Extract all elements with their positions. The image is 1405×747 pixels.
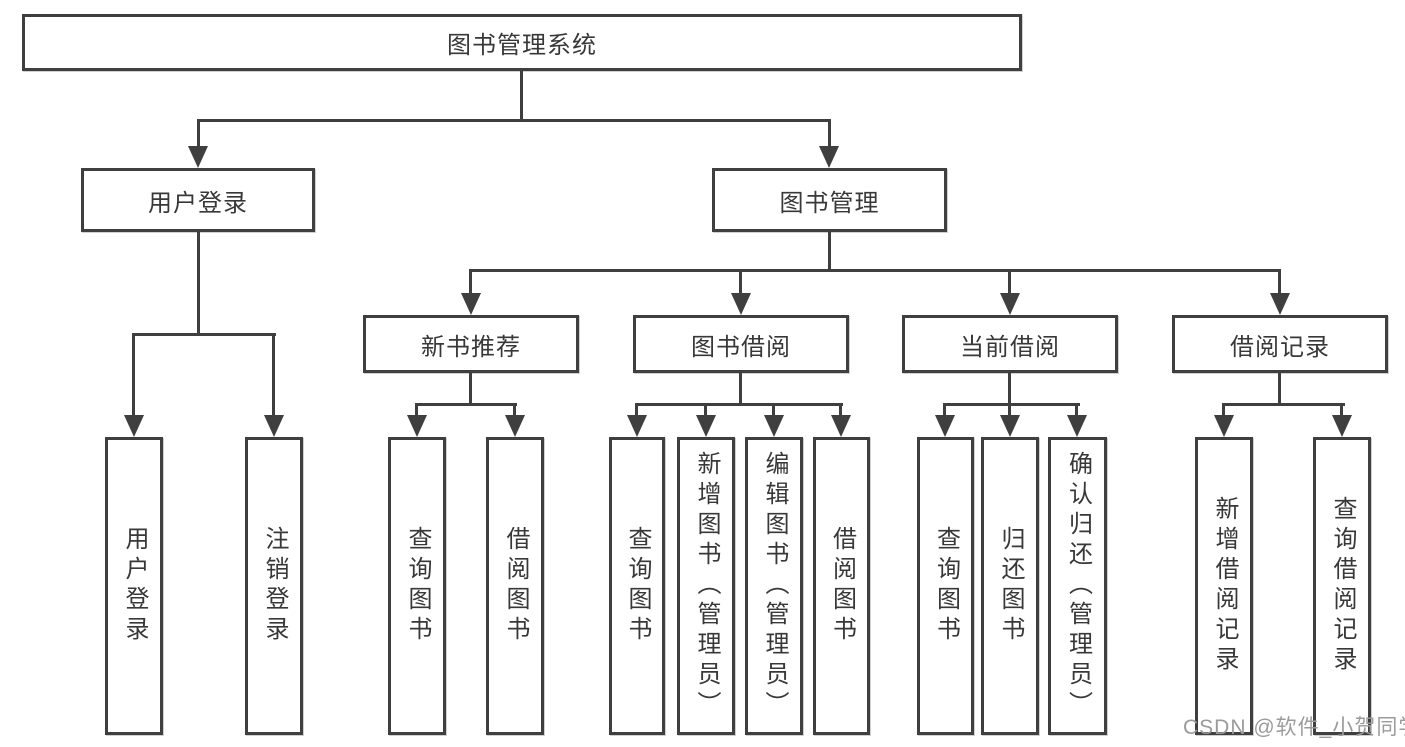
arrowhead-down	[461, 293, 481, 315]
arrowhead-down	[1270, 293, 1290, 315]
connector-new-book-down	[469, 373, 472, 406]
node-br-add-record: 新增借阅记录	[1195, 437, 1253, 735]
node-nb-query-books: 查询图书	[388, 437, 446, 735]
connector-br-add-stem	[1222, 403, 1225, 415]
connector-nb-query-stem	[415, 403, 418, 415]
arrowhead-down	[731, 293, 751, 315]
arrowhead-down	[831, 415, 851, 437]
connector-leaf-logout-stem	[272, 333, 275, 415]
arrowhead-down	[1000, 415, 1020, 437]
connector-level3-rail	[469, 269, 1281, 272]
node-bb-borrow-books: 借阅图书	[813, 437, 870, 735]
connector-borrow-records-down	[1278, 373, 1281, 406]
arrowhead-down	[505, 415, 525, 437]
connector-cb-return-stem	[1008, 403, 1011, 415]
connector-br-query-stem	[1340, 403, 1343, 415]
connector-book-borrow-down	[739, 373, 742, 406]
arrowhead-down	[1214, 415, 1234, 437]
connector-bb-add-stem	[704, 403, 707, 415]
node-leaf-user-login: 用户登录	[105, 437, 163, 735]
arrowhead-down	[696, 415, 716, 437]
arrowhead-down	[764, 415, 784, 437]
connector-book-management-down	[828, 232, 831, 272]
node-br-query-record: 查询借阅记录	[1313, 437, 1371, 735]
csdn-watermark: CSDN @软件_小贺同学	[1183, 716, 1405, 739]
connector-current-borrow-rail	[943, 403, 1080, 406]
connector-borrow-records-stem	[1278, 269, 1281, 293]
arrowhead-down	[1332, 415, 1352, 437]
connector-bb-query-stem	[635, 403, 638, 415]
node-cb-query-books: 查询图书	[917, 437, 974, 735]
connector-nb-borrow-stem	[513, 403, 516, 415]
node-cb-confirm-return: 确认归还（管理员）	[1048, 437, 1107, 735]
connector-borrow-records-rail	[1222, 403, 1345, 406]
connector-book-borrow-stem	[739, 269, 742, 293]
node-book-management: 图书管理	[712, 168, 947, 232]
node-bb-query-books: 查询图书	[609, 437, 665, 735]
arrowhead-down	[124, 415, 144, 437]
node-current-borrow: 当前借阅	[902, 315, 1118, 373]
node-user-login: 用户登录	[81, 168, 315, 232]
connector-current-borrow-stem	[1008, 269, 1011, 293]
arrowhead-down	[819, 146, 839, 168]
connector-cb-query-stem	[943, 403, 946, 415]
connector-bb-edit-stem	[772, 403, 775, 415]
connector-new-book-rail	[415, 403, 517, 406]
arrowhead-down	[264, 415, 284, 437]
connector-book-management-stem	[828, 119, 831, 147]
node-book-borrow: 图书借阅	[633, 315, 849, 373]
connector-current-borrow-down	[1008, 373, 1011, 406]
connector-user-login-rail	[132, 333, 276, 336]
node-new-book-recommend: 新书推荐	[363, 315, 579, 373]
connector-cb-confirm-stem	[1075, 403, 1078, 415]
connector-bb-borrow-stem	[839, 403, 842, 415]
arrowhead-down	[188, 146, 208, 168]
arrowhead-down	[1067, 415, 1087, 437]
node-borrow-records: 借阅记录	[1172, 315, 1388, 373]
connector-new-book-stem	[469, 269, 472, 293]
arrowhead-down	[935, 415, 955, 437]
connector-user-login-down	[197, 232, 200, 336]
arrowhead-down	[407, 415, 427, 437]
connector-root-rail	[197, 119, 831, 122]
node-leaf-logout: 注销登录	[245, 437, 303, 735]
connector-book-borrow-rail	[635, 403, 843, 406]
node-nb-borrow-books: 借阅图书	[486, 437, 544, 735]
connector-root-stem	[520, 70, 523, 120]
connector-leaf-user-login-stem	[132, 333, 135, 415]
node-cb-return-books: 归还图书	[981, 437, 1039, 735]
arrowhead-down	[1000, 293, 1020, 315]
arrowhead-down	[627, 415, 647, 437]
node-bb-add-books: 新增图书（管理员）	[677, 437, 735, 735]
node-bb-edit-books: 编辑图书（管理员）	[745, 437, 803, 735]
node-root: 图书管理系统	[22, 14, 1022, 71]
connector-user-login-stem	[197, 119, 200, 147]
